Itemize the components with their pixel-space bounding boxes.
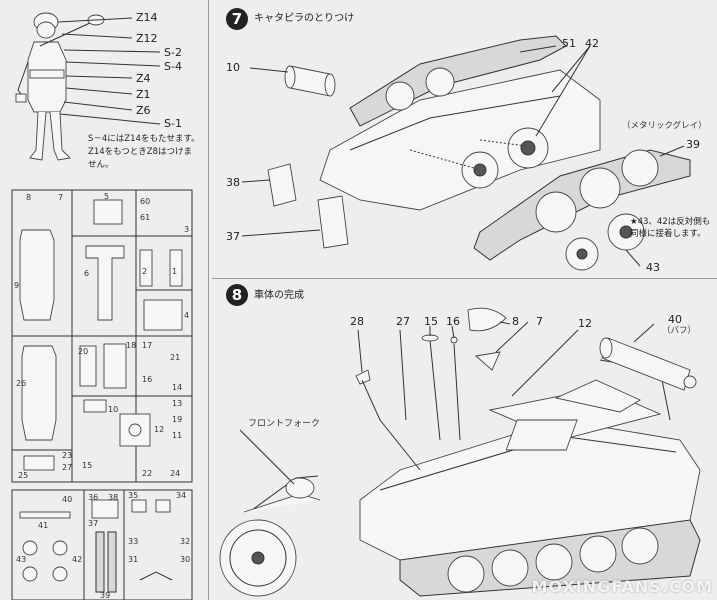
step8-part-label: 12 (578, 317, 592, 330)
sprue-number: 9 (14, 281, 20, 290)
step7-color-note: （メタリックグレイ） (622, 121, 707, 131)
sprue-number: 14 (172, 383, 183, 392)
sprue-number: 21 (170, 353, 181, 362)
sprue-number: 22 (142, 469, 153, 478)
sprue-number: 16 (142, 375, 153, 384)
step8-part-label: 40 (668, 313, 682, 326)
figure-label: S-2 (164, 46, 182, 59)
sprue-number: 34 (176, 491, 187, 500)
sprue-number: 6 (84, 269, 90, 278)
sprue-number: 10 (108, 405, 119, 414)
sprue-number: 38 (108, 493, 119, 502)
step8-drawing (219, 307, 701, 597)
step7-part-label: 37 (226, 230, 240, 243)
sprue-number: 61 (140, 213, 151, 222)
sprue-number: 17 (142, 341, 153, 350)
step7-part-label: 51 (562, 37, 576, 50)
figure-label: Z14 (136, 11, 158, 24)
step8-part-label: 16 (446, 315, 460, 328)
step8-part-label: 15 (424, 315, 438, 328)
step8-part-label: 8 (512, 315, 519, 328)
step8-part-label: 7 (536, 315, 543, 328)
sprue-number: 36 (88, 493, 99, 502)
step8-title: 車体の完成 (254, 290, 304, 301)
step7-part-label: 43 (646, 261, 660, 274)
figure-label: Z12 (136, 32, 158, 45)
sprue-number: 20 (78, 347, 89, 356)
sprue-number: 27 (62, 463, 73, 472)
soldier-figure (15, 12, 161, 161)
sprue-number: 11 (172, 431, 183, 440)
sprue-number: 30 (180, 555, 191, 564)
figure-label: Z1 (136, 88, 151, 101)
sprue-number: 3 (184, 225, 190, 234)
sprue-number: 32 (180, 537, 191, 546)
sprue-number: 5 (104, 192, 110, 201)
sprue-number: 1 (172, 267, 178, 276)
step7-part-label: 39 (686, 138, 700, 151)
sprue-number: 18 (126, 341, 137, 350)
parts-sprue-b (11, 489, 193, 600)
horizontal-divider (212, 278, 717, 279)
figure-label: S-1 (164, 117, 182, 130)
sprue-number: 42 (72, 555, 83, 564)
figure-label: S-4 (164, 60, 182, 73)
step8-part-label: 28 (350, 315, 364, 328)
step8-number-badge: 8 (226, 284, 248, 306)
sprue-number: 24 (170, 469, 181, 478)
sprue-number: 15 (82, 461, 93, 470)
sprue-number: 23 (62, 451, 73, 460)
sprue-number: 25 (18, 471, 29, 480)
sprue-number: 2 (142, 267, 148, 276)
sprue-number: 19 (172, 415, 183, 424)
sprue-number: 35 (128, 491, 139, 500)
step7-part-label: 10 (226, 61, 240, 74)
sprue-number: 13 (172, 399, 183, 408)
watermark: MOXINGFANS.COM (531, 577, 713, 596)
figure-label: Z6 (136, 104, 151, 117)
sprue-number: 12 (154, 425, 165, 434)
step7-note: ★43、42は反対側も同様に接着します。 (630, 217, 711, 239)
sprue-number: 33 (128, 537, 139, 546)
sprue-number: 39 (100, 591, 111, 600)
figure-label: Z4 (136, 72, 151, 85)
sprue-number: 37 (88, 519, 99, 528)
step7-number-badge: 7 (226, 8, 248, 30)
vertical-divider (208, 0, 209, 600)
step7-drawing (241, 35, 691, 271)
sprue-number: 43 (16, 555, 27, 564)
step8-part-label: 27 (396, 315, 410, 328)
figure-note: S－4にはZ14をもたせます。Z14をもつときZ8はつけません。 (88, 134, 200, 170)
sprue-number: 60 (140, 197, 151, 206)
sprue-number: 8 (26, 193, 32, 202)
parts-sprue-a (11, 189, 193, 483)
step7-title: キャタピラのとりつけ (254, 13, 355, 24)
sprue-number: 7 (58, 193, 64, 202)
step7-part-label: 38 (226, 176, 240, 189)
step7-part-label: 42 (585, 37, 599, 50)
sprue-number: 4 (184, 311, 190, 320)
step8-color-note: （バフ） (662, 326, 697, 336)
sprue-number: 40 (62, 495, 73, 504)
sprue-number: 31 (128, 555, 139, 564)
front-fork-label: フロントフォーク (248, 419, 321, 429)
sprue-number: 26 (16, 379, 27, 388)
sprue-number: 41 (38, 521, 49, 530)
